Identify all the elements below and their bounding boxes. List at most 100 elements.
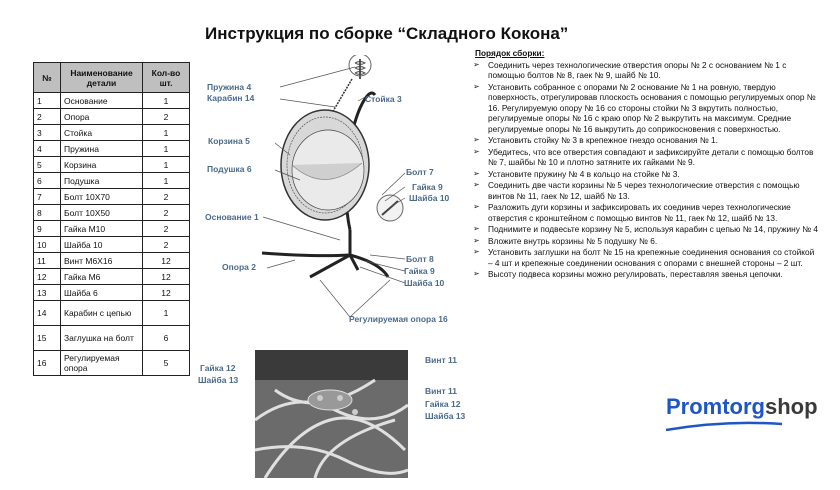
cell-number: 4	[33, 140, 61, 157]
cell-name: Основание	[60, 92, 143, 109]
page-title: Инструкция по сборке “Складного Кокона”	[205, 24, 569, 43]
label-bolt8: Болт 8	[406, 254, 434, 264]
instruction-step: Соединить через технологические отверсти…	[470, 60, 820, 81]
cell-qty: 1	[142, 92, 190, 109]
col-qty: Кол-во шт.	[142, 62, 190, 93]
cell-number: 6	[33, 172, 61, 189]
instruction-step: Разложить дуги корзины и зафиксировать и…	[470, 202, 820, 223]
cell-number: 3	[33, 124, 61, 141]
chain-illustration	[331, 78, 353, 114]
label-nut9a: Гайка 9	[412, 182, 443, 192]
label-spring: Пружина 4	[207, 82, 252, 92]
instruction-step: Установите пружину № 4 в кольцо на стойк…	[470, 169, 820, 180]
cell-qty: 1	[142, 124, 190, 141]
bolt-detail-illustration	[376, 194, 404, 222]
label-adjustable-support: Регулируемая опора 16	[349, 314, 448, 324]
cell-name: Пружина	[60, 140, 143, 157]
label-base: Основание 1	[205, 212, 259, 222]
cell-qty: 1	[142, 140, 190, 157]
cell-name: Болт 10Х70	[60, 188, 143, 205]
cell-number: 5	[33, 156, 61, 173]
label-carabiner: Карабин 14	[207, 93, 255, 103]
col-number: №	[33, 62, 61, 93]
instruction-step: Поднимите и подвесьте корзину № 5, испол…	[470, 224, 820, 235]
label-pole: Стойка 3	[365, 94, 402, 104]
cell-qty: 2	[142, 220, 190, 237]
photo-label-washer13a: Шайба 13	[198, 375, 239, 385]
cell-number: 9	[33, 220, 61, 237]
cell-number: 8	[33, 204, 61, 221]
basket-illustration	[280, 109, 370, 221]
cell-name: Шайба 6	[60, 284, 143, 301]
label-washer10a: Шайба 10	[409, 193, 450, 203]
instruction-step: Установить собранное с опорами № 2 основ…	[470, 82, 820, 135]
instruction-step: Вложите внутрь корзины № 5 подушку № 6.	[470, 236, 820, 247]
cell-qty: 2	[142, 236, 190, 253]
base-illustration	[261, 230, 390, 279]
assembly-photo	[255, 350, 408, 478]
cell-name: Заглушка на болт	[60, 325, 143, 351]
logo-part-promtorg: Promtorg	[666, 394, 765, 419]
label-basket: Корзина 5	[208, 136, 250, 146]
instructions-heading: Порядок сборки:	[475, 48, 545, 58]
cell-number: 14	[33, 300, 61, 326]
cell-qty: 5	[142, 350, 190, 376]
cell-qty: 12	[142, 252, 190, 269]
cell-name: Гайка М6	[60, 268, 143, 285]
cell-name: Опора	[60, 108, 143, 125]
cell-name: Гайка М10	[60, 220, 143, 237]
cell-qty: 2	[142, 188, 190, 205]
cell-number: 15	[33, 325, 61, 351]
photo-label-nut12b: Гайка 12	[425, 399, 461, 409]
cell-number: 13	[33, 284, 61, 301]
cell-number: 7	[33, 188, 61, 205]
cocoon-chair-diagram	[261, 55, 406, 318]
instruction-step: Установить заглушки на болт № 15 на креп…	[470, 247, 820, 268]
label-cushion: Подушка 6	[207, 164, 252, 174]
assembly-instructions: Порядок сборки: Соединить через технолог…	[470, 48, 820, 281]
photo-label-screw11a: Винт 11	[425, 355, 458, 365]
col-name: Наименование детали	[60, 62, 143, 93]
cell-qty: 1	[142, 172, 190, 189]
cell-number: 1	[33, 92, 61, 109]
cell-number: 16	[33, 350, 61, 376]
cell-number: 2	[33, 108, 61, 125]
label-washer10b: Шайба 10	[404, 278, 445, 288]
logo-swoosh-icon	[665, 421, 783, 432]
table-header-row: № Наименование детали Кол-во шт.	[33, 62, 190, 93]
logo-part-shop: shop	[765, 394, 818, 419]
cell-name: Болт 10Х50	[60, 204, 143, 221]
promtorgshop-logo: Promtorgshop	[666, 394, 818, 420]
cell-name: Регулируемая опора	[60, 350, 143, 376]
instruction-step: Соединить две части корзины № 5 через те…	[470, 180, 820, 201]
cell-name: Шайба 10	[60, 236, 143, 253]
cell-qty: 1	[142, 300, 190, 326]
label-bolt7: Болт 7	[406, 167, 434, 177]
cell-name: Подушка	[60, 172, 143, 189]
cell-name: Корзина	[60, 156, 143, 173]
cell-name: Винт М6Х16	[60, 252, 143, 269]
instruction-step: Высоту подвеса корзины можно регулироват…	[470, 269, 820, 280]
cell-number: 11	[33, 252, 61, 269]
spring-illustration	[348, 55, 372, 79]
cell-qty: 12	[142, 268, 190, 285]
cell-qty: 6	[142, 325, 190, 351]
label-nut9b: Гайка 9	[404, 266, 435, 276]
cell-number: 12	[33, 268, 61, 285]
cell-name: Стойка	[60, 124, 143, 141]
